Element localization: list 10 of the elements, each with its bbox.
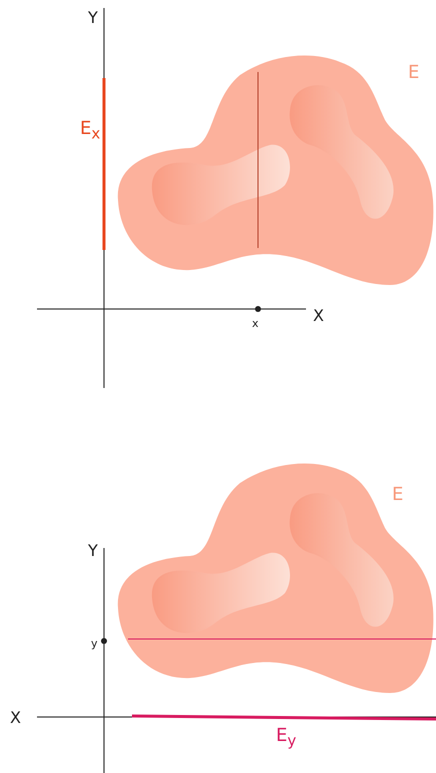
region-label: E xyxy=(392,486,404,504)
projection-label: E$_{x}$ xyxy=(80,120,100,142)
axis-label: X xyxy=(10,710,21,726)
point-label: x xyxy=(252,318,259,329)
axis-label: Y xyxy=(88,10,98,26)
point-label: y xyxy=(91,638,98,649)
axis-label: Y xyxy=(88,543,98,559)
projection-label: E$_{y}$ xyxy=(276,727,296,749)
axis-label: X xyxy=(313,308,324,324)
region-label: E xyxy=(408,64,420,82)
